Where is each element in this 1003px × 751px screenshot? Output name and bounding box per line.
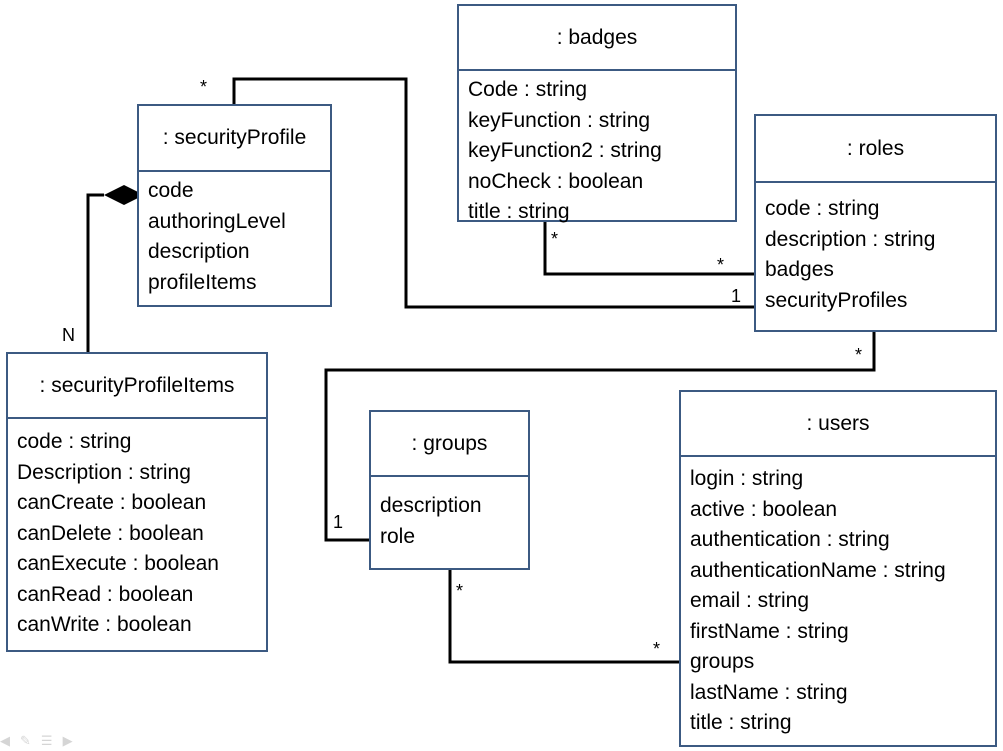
attribute: keyFunction : string	[468, 108, 651, 132]
connector-badges-roles	[543, 222, 754, 276]
attribute: active : boolean	[690, 497, 838, 521]
connector-roles-groups	[324, 331, 876, 542]
multiplicity-label: *	[855, 345, 863, 365]
multiplicity-label: *	[551, 229, 559, 249]
attribute: title : string	[468, 200, 570, 223]
attribute: Code : string	[468, 78, 588, 101]
composition-diamond	[104, 185, 144, 205]
attribute: authoringLevel	[148, 209, 286, 233]
multiplicity-label: *	[717, 255, 725, 275]
attribute: code : string	[17, 430, 132, 453]
slide-nav-next-icon[interactable]: ▶	[62, 733, 73, 748]
attribute: Description : string	[17, 460, 191, 484]
connector-securityprofile-items	[86, 193, 104, 352]
attribute: badges	[765, 258, 834, 281]
attribute: description : string	[765, 227, 936, 251]
class-securityprofile-title: : securityProfile	[139, 106, 330, 172]
attribute: login : string	[690, 467, 804, 490]
slide-nav-prev-icon[interactable]: ◀	[0, 733, 10, 748]
attribute: authentication : string	[690, 528, 890, 551]
pen-icon[interactable]: ✎	[20, 733, 31, 748]
class-users-attributes: login : string active : boolean authenti…	[681, 457, 995, 739]
attribute: description	[148, 240, 250, 263]
class-roles-attributes: code : string description : string badge…	[756, 183, 995, 316]
connector-groups-users	[448, 570, 680, 664]
multiplicity-label: *	[200, 77, 208, 97]
class-securityprofileitems-attributes: code : string Description : string canCr…	[8, 419, 266, 641]
slide-toolbar: ◀ ✎ ☰ ▶	[0, 733, 73, 749]
connector-securityprofile-roles	[232, 77, 754, 309]
attribute: firstName : string	[690, 619, 849, 643]
class-badges-title: : badges	[459, 6, 735, 71]
attribute: lastName : string	[690, 680, 848, 704]
class-groups[interactable]: : groups description role	[369, 410, 530, 570]
class-securityprofile-attributes: code authoringLevel description profileI…	[139, 172, 330, 298]
attribute: noCheck : boolean	[468, 169, 644, 193]
class-groups-title: : groups	[371, 412, 528, 477]
class-badges-attributes: Code : string keyFunction : string keyFu…	[459, 71, 735, 228]
attribute: canWrite : boolean	[17, 613, 192, 636]
attribute: groups	[690, 650, 755, 673]
class-groups-attributes: description role	[371, 477, 528, 552]
attribute: code	[148, 179, 194, 202]
multiplicity-label: N	[62, 325, 75, 345]
class-users-title: : users	[681, 392, 995, 457]
attribute: role	[380, 524, 416, 548]
attribute: authenticationName : string	[690, 558, 946, 582]
class-roles[interactable]: : roles code : string description : stri…	[754, 114, 997, 332]
multiplicity-label: 1	[731, 286, 742, 306]
multiplicity-label: *	[456, 581, 464, 601]
attribute: canDelete : boolean	[17, 521, 204, 545]
attribute: canRead : boolean	[17, 582, 194, 606]
attribute: code : string	[765, 197, 880, 220]
menu-icon[interactable]: ☰	[40, 733, 53, 748]
class-badges[interactable]: : badges Code : string keyFunction : str…	[457, 4, 737, 223]
attribute: securityProfiles	[765, 288, 908, 312]
attribute: canExecute : boolean	[17, 552, 219, 575]
attribute: keyFunction2 : string	[468, 139, 662, 162]
multiplicity-label: *	[653, 639, 661, 659]
class-securityprofileitems[interactable]: : securityProfileItems code : string Des…	[6, 352, 268, 652]
attribute: title : string	[690, 711, 792, 734]
attribute: profileItems	[148, 270, 257, 294]
multiplicity-label: 1	[333, 512, 344, 532]
attribute: description	[380, 494, 482, 517]
class-securityprofile[interactable]: : securityProfile code authoringLevel de…	[137, 104, 332, 307]
class-roles-title: : roles	[756, 116, 995, 183]
class-users[interactable]: : users login : string active : boolean …	[679, 390, 997, 747]
class-securityprofileitems-title: : securityProfileItems	[8, 354, 266, 419]
attribute: canCreate : boolean	[17, 491, 207, 514]
attribute: email : string	[690, 589, 810, 612]
